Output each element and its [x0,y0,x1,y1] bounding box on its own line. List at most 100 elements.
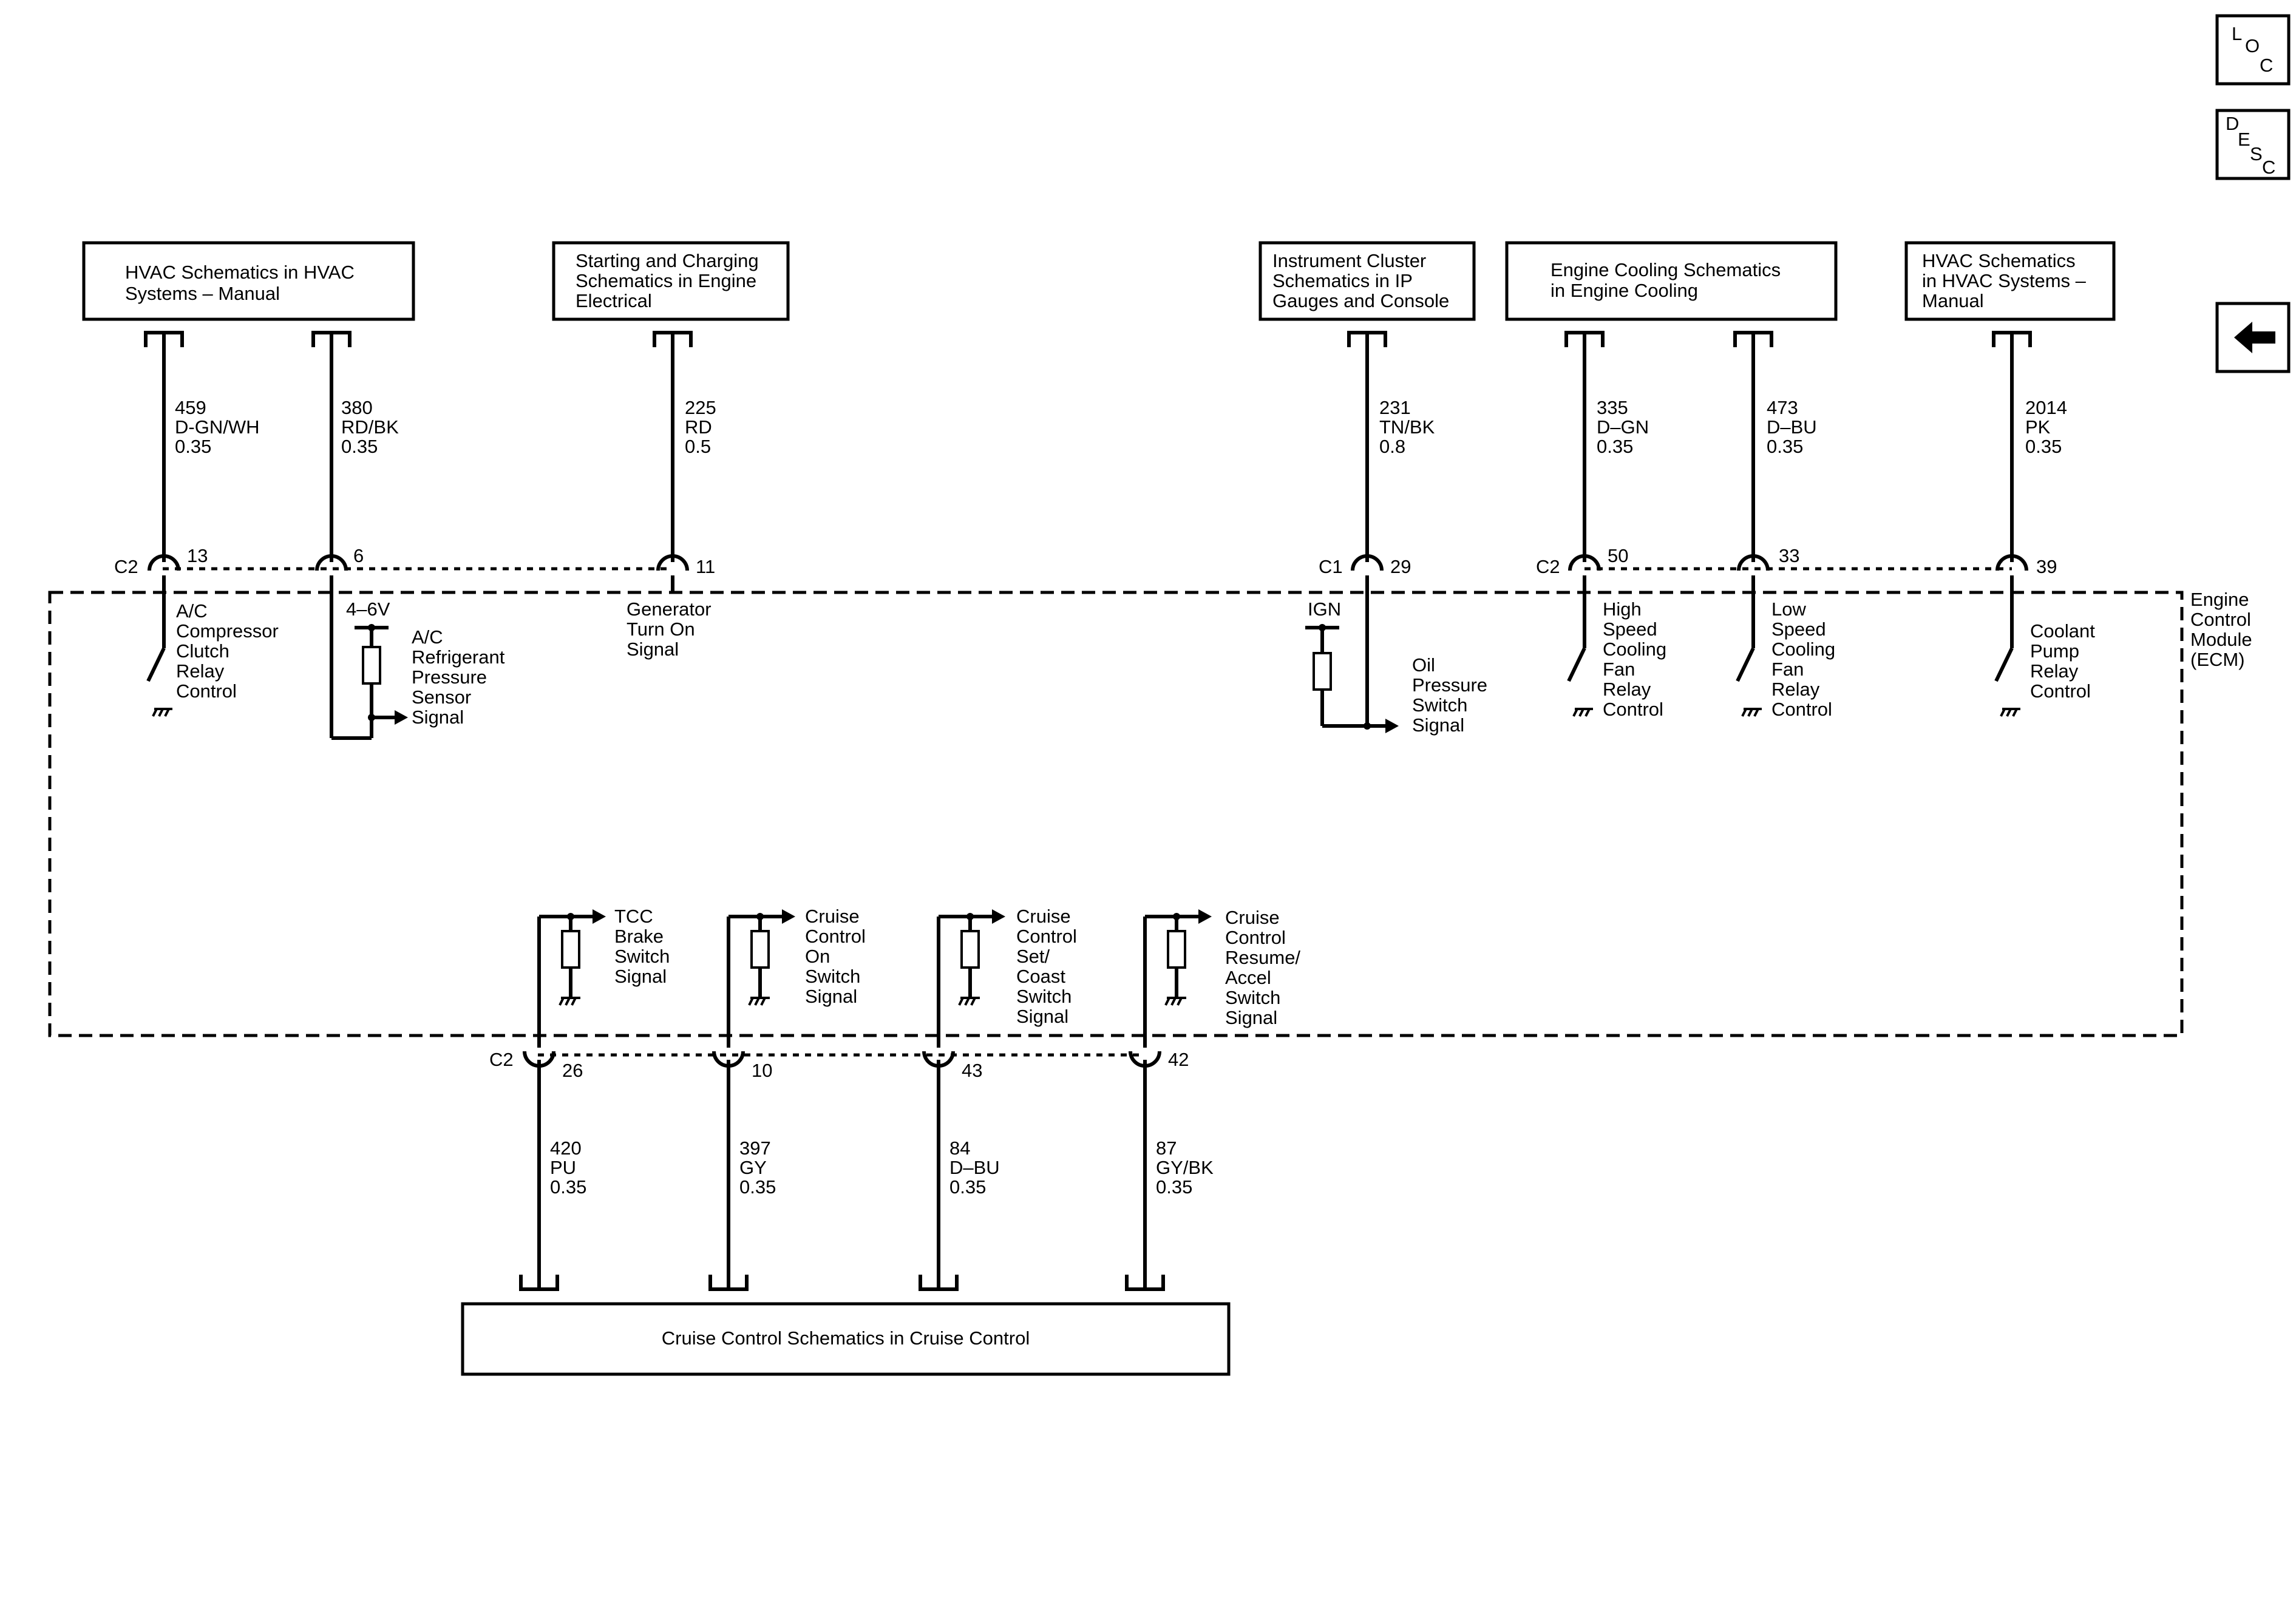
svg-text:Accel: Accel [1225,967,1271,988]
svg-text:Sensor: Sensor [412,686,471,708]
wire-2014: 2014 PK 0.35 39 Coolant Pump Relay Contr… [1992,331,2095,717]
wire-84: 84 D–BU 0.35 43 Cruise Control Set/ Coas… [919,906,1077,1291]
svg-text:Cruise: Cruise [805,906,860,927]
svg-text:Switch: Switch [1225,987,1280,1008]
svg-text:Relay: Relay [2030,660,2079,682]
desc-button[interactable]: D E S C [2215,109,2291,180]
svg-text:Refrigerant: Refrigerant [412,646,505,668]
svg-text:Switch: Switch [1412,694,1467,716]
svg-text:Speed: Speed [1771,619,1826,640]
ecm-boundary [48,591,2184,1037]
svg-text:42: 42 [1168,1049,1189,1070]
svg-text:Cruise Control Schematics in C: Cruise Control Schematics in Cruise Cont… [662,1327,1030,1349]
wire-380: 380 RD/BK 0.35 6 4–6V A/C Refrigerant Pr… [311,331,505,740]
svg-text:C2: C2 [489,1049,514,1070]
svg-text:Switch: Switch [805,966,860,987]
svg-text:380: 380 [341,397,373,418]
svg-text:Pressure: Pressure [412,666,487,688]
svg-text:Signal: Signal [1412,714,1464,736]
svg-text:Relay: Relay [176,660,225,682]
svg-text:Signal: Signal [1016,1006,1068,1027]
svg-text:0.5: 0.5 [685,436,711,457]
svg-text:Signal: Signal [1225,1007,1277,1028]
svg-text:C: C [2260,55,2273,76]
svg-text:Control: Control [2190,609,2251,630]
svg-text:4–6V: 4–6V [346,598,390,620]
back-arrow-button[interactable] [2215,302,2291,373]
instrument-cluster-box[interactable]: Instrument Cluster Schematics in IP Gaug… [1258,241,1476,321]
svg-text:L: L [2232,23,2242,44]
engine-cooling-box[interactable]: Engine Cooling Schematics in Engine Cool… [1505,241,1838,321]
svg-text:13: 13 [187,545,208,566]
hvac-manual-box-left[interactable]: HVAC Schematics in HVAC Systems – Manual [82,241,415,321]
svg-text:High: High [1603,598,1642,620]
svg-text:10: 10 [752,1060,772,1081]
svg-text:Signal: Signal [412,707,464,728]
svg-text:Engine Cooling Schematics: Engine Cooling Schematics [1550,259,1781,280]
svg-text:D-GN/WH: D-GN/WH [175,416,259,438]
svg-text:26: 26 [562,1060,583,1081]
svg-text:Cooling: Cooling [1603,639,1666,660]
svg-text:Clutch: Clutch [176,640,229,662]
svg-text:Schematics in IP: Schematics in IP [1272,270,1413,291]
svg-text:Control: Control [176,680,237,702]
hvac-manual-box-right[interactable]: HVAC Schematics in HVAC Systems – Manual [1904,241,2116,321]
svg-text:Electrical: Electrical [576,290,652,311]
svg-text:Brake: Brake [614,926,664,947]
svg-text:Signal: Signal [614,966,667,987]
svg-text:Control: Control [1771,699,1832,720]
svg-text:Coolant: Coolant [2030,620,2095,642]
svg-text:Switch: Switch [1016,986,1072,1007]
loc-button[interactable]: L O C [2215,14,2291,86]
svg-text:Instrument Cluster: Instrument Cluster [1272,250,1426,271]
wire-459: 459 D-GN/WH 0.35 C2 13 A/C Compressor Cl… [114,331,279,717]
svg-text:D–BU: D–BU [949,1157,1000,1178]
starting-charging-box[interactable]: Starting and Charging Schematics in Engi… [552,241,790,321]
svg-text:Control: Control [2030,680,2091,702]
svg-text:Control: Control [1016,926,1077,947]
svg-text:C2: C2 [114,556,138,577]
svg-text:D–BU: D–BU [1767,416,1817,438]
svg-text:Control: Control [1603,699,1663,720]
svg-text:Manual: Manual [1922,290,1984,311]
svg-text:Pressure: Pressure [1412,674,1487,696]
back-arrow-icon [2234,322,2275,353]
svg-text:Control: Control [805,926,866,947]
svg-text:6: 6 [353,545,364,566]
wire-420: 420 PU 0.35 C2 26 TCC Brake Switch Signa… [489,906,670,1291]
svg-text:(ECM): (ECM) [2190,649,2245,670]
svg-text:Schematics in Engine: Schematics in Engine [576,270,756,291]
svg-text:Signal: Signal [627,639,679,660]
svg-text:Starting and Charging: Starting and Charging [576,250,759,271]
svg-text:Turn On: Turn On [627,619,695,640]
svg-text:GY/BK: GY/BK [1156,1157,1214,1178]
svg-text:Relay: Relay [1771,679,1820,700]
svg-text:C1: C1 [1319,556,1343,577]
svg-text:Cruise: Cruise [1225,907,1280,928]
svg-text:0.35: 0.35 [550,1176,586,1198]
svg-text:Cooling: Cooling [1771,639,1835,660]
svg-text:TCC: TCC [614,906,653,927]
svg-text:S: S [2250,143,2263,164]
svg-text:Fan: Fan [1603,659,1635,680]
svg-text:225: 225 [685,397,716,418]
svg-text:HVAC Schematics in HVAC: HVAC Schematics in HVAC [125,262,355,283]
svg-text:50: 50 [1608,545,1628,566]
svg-text:Signal: Signal [805,986,857,1007]
svg-text:Control: Control [1225,927,1286,948]
svg-text:87: 87 [1156,1137,1177,1159]
ecm-label: Engine Control Module (ECM) [2190,589,2252,670]
wire-231: 231 TN/BK 0.8 C1 29 IGN Oil Pressure Swi… [1305,331,1487,736]
wire-473: 473 D–BU 0.35 33 Low Speed Cooling Fan R… [1733,331,1835,720]
cruise-control-box[interactable]: Cruise Control Schematics in Cruise Cont… [461,1302,1231,1376]
svg-text:O: O [2245,35,2260,56]
svg-text:459: 459 [175,397,206,418]
svg-text:0.35: 0.35 [175,436,211,457]
svg-text:0.8: 0.8 [1379,436,1405,457]
svg-text:0.35: 0.35 [739,1176,776,1198]
svg-text:335: 335 [1597,397,1628,418]
svg-text:0.35: 0.35 [341,436,378,457]
svg-text:PU: PU [550,1157,576,1178]
svg-text:397: 397 [739,1137,771,1159]
svg-text:Low: Low [1771,598,1806,620]
